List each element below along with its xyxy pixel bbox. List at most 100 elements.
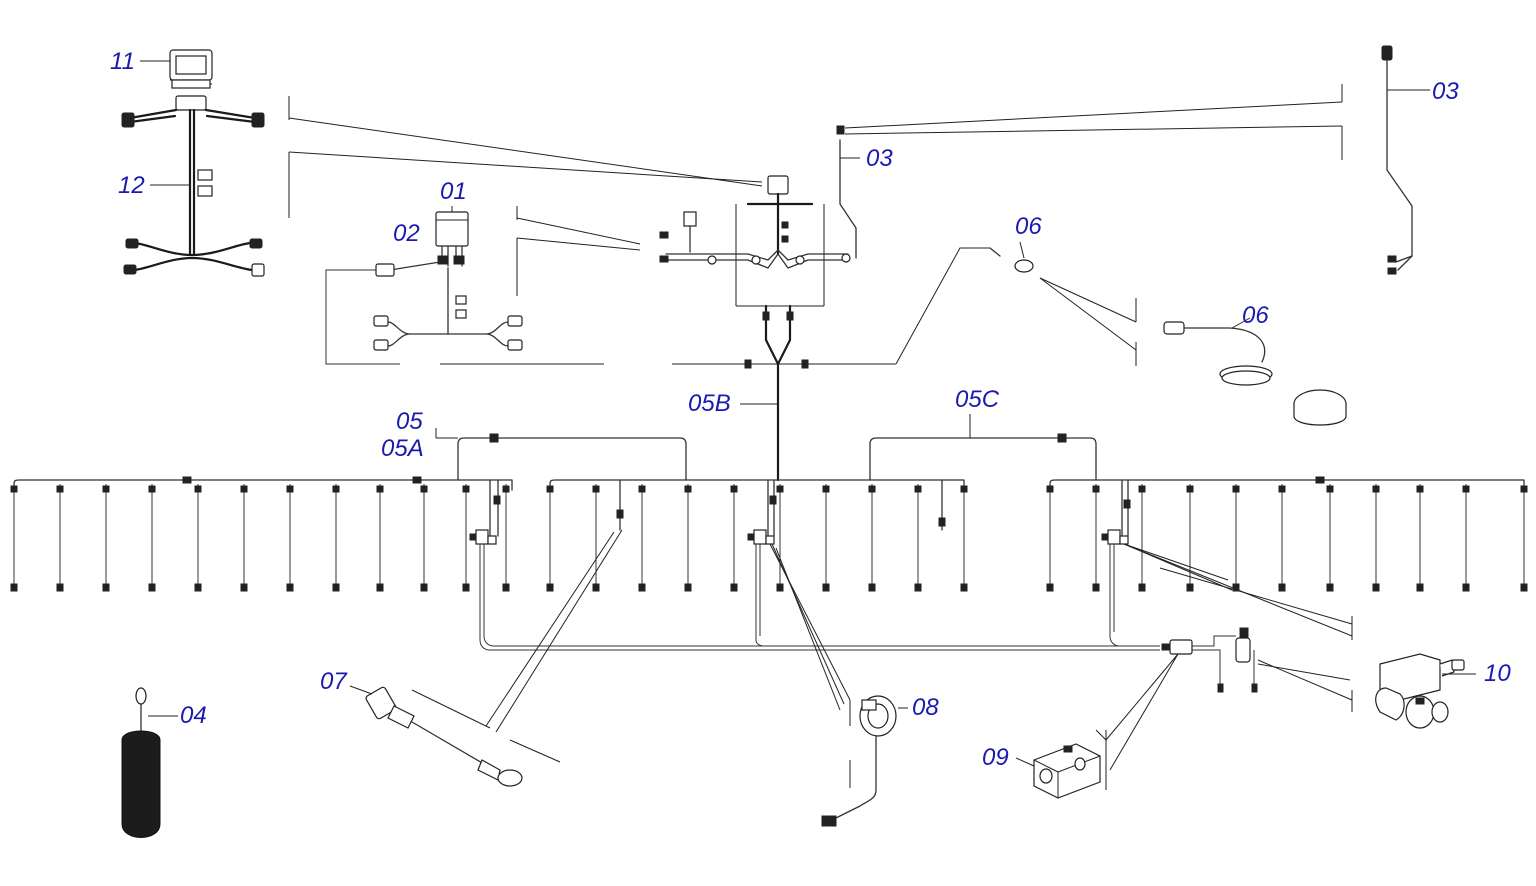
nozzle-body <box>1046 583 1054 592</box>
drop-connector <box>1046 485 1054 493</box>
nozzle-body <box>914 583 922 592</box>
nozzle-body <box>462 583 470 592</box>
label-05: 05 <box>396 408 423 435</box>
drop-connector <box>1326 485 1334 493</box>
nozzle-body <box>1326 583 1334 592</box>
drop-connector <box>960 485 968 493</box>
part-03-right-harness <box>1381 45 1430 275</box>
nozzle-body <box>56 583 64 592</box>
label-12: 12 <box>118 172 145 199</box>
nozzle-body <box>240 583 248 592</box>
nozzle-body <box>776 583 784 592</box>
nozzle-body <box>102 583 110 592</box>
label-06-small: 06 <box>1015 213 1042 240</box>
nozzle-body <box>960 583 968 592</box>
label-03-center: 03 <box>866 145 893 172</box>
part-09-valve <box>1015 743 1101 799</box>
nozzle-body <box>546 583 554 592</box>
part-01-module <box>435 206 469 267</box>
label-08: 08 <box>912 694 939 721</box>
nozzle-drops <box>10 484 1528 592</box>
drop-connector <box>148 485 156 493</box>
part-02-harness <box>325 261 604 365</box>
leader-lines-top <box>288 84 1343 296</box>
nozzle-body <box>868 583 876 592</box>
nozzle-body <box>1416 583 1424 592</box>
section-valves <box>469 479 1131 545</box>
nozzle-body <box>592 583 600 592</box>
label-02: 02 <box>393 220 420 247</box>
label-06-large: 06 <box>1242 302 1269 329</box>
pump-junction <box>1095 543 1353 790</box>
drop-connector <box>776 485 784 493</box>
part-08-flow-sensor <box>769 543 908 827</box>
drop-connector <box>286 485 294 493</box>
nozzle-body <box>332 583 340 592</box>
drop-connector <box>56 485 64 493</box>
label-05b: 05B <box>688 390 731 417</box>
drop-connector <box>10 485 18 493</box>
label-07: 07 <box>320 668 347 695</box>
nozzle-body <box>194 583 202 592</box>
drop-connector <box>684 485 692 493</box>
nozzle-body <box>502 583 510 592</box>
drop-connector <box>1278 485 1286 493</box>
drop-connector <box>914 485 922 493</box>
label-01: 01 <box>440 178 467 205</box>
drop-connector <box>376 485 384 493</box>
label-05c: 05C <box>955 386 1000 413</box>
nozzle-body <box>286 583 294 592</box>
nozzle-body <box>148 583 156 592</box>
drop-connector <box>1520 485 1528 493</box>
nozzle-body <box>638 583 646 592</box>
drop-connector <box>638 485 646 493</box>
drop-connector <box>546 485 554 493</box>
drop-connector <box>868 485 876 493</box>
nozzle-body <box>1520 583 1528 592</box>
drop-connector <box>194 485 202 493</box>
label-04: 04 <box>180 702 207 729</box>
part-11-control-unit <box>140 49 213 89</box>
nozzle-body <box>1186 583 1194 592</box>
nozzle-body <box>10 583 18 592</box>
drop-connector <box>1092 485 1100 493</box>
nozzle-body <box>822 583 830 592</box>
nozzle-body <box>684 583 692 592</box>
nozzle-body <box>1138 583 1146 592</box>
nozzle-body <box>1462 583 1470 592</box>
nozzle-body <box>376 583 384 592</box>
nozzle-body <box>1278 583 1286 592</box>
drop-connector <box>730 485 738 493</box>
drop-connector <box>332 485 340 493</box>
drop-connector <box>1416 485 1424 493</box>
drop-connector <box>1372 485 1380 493</box>
drop-connector <box>502 485 510 493</box>
part-06-sensor <box>895 241 1347 426</box>
drop-connector <box>102 485 110 493</box>
part-10-valve-block <box>1375 653 1476 729</box>
drop-connector <box>240 485 248 493</box>
nozzle-body <box>730 583 738 592</box>
part-07-sensor-cable <box>349 529 623 787</box>
drop-connector <box>822 485 830 493</box>
drop-connector <box>1138 485 1146 493</box>
drop-connector <box>1462 485 1470 493</box>
nozzle-body <box>420 583 428 592</box>
drop-connector <box>420 485 428 493</box>
nozzle-body <box>1092 583 1100 592</box>
central-junction <box>659 125 896 482</box>
part-04-brush <box>121 687 178 838</box>
nozzle-body <box>1372 583 1380 592</box>
label-05a: 05A <box>381 435 424 462</box>
drop-connector <box>592 485 600 493</box>
label-11: 11 <box>110 48 135 75</box>
part-12-cab-harness <box>121 95 265 277</box>
label-09: 09 <box>982 744 1009 771</box>
label-03-right: 03 <box>1432 78 1459 105</box>
label-10: 10 <box>1484 660 1511 687</box>
drop-connector <box>1186 485 1194 493</box>
drop-connector <box>462 485 470 493</box>
boom-rails <box>13 414 1525 491</box>
hose-loops <box>479 544 1160 651</box>
